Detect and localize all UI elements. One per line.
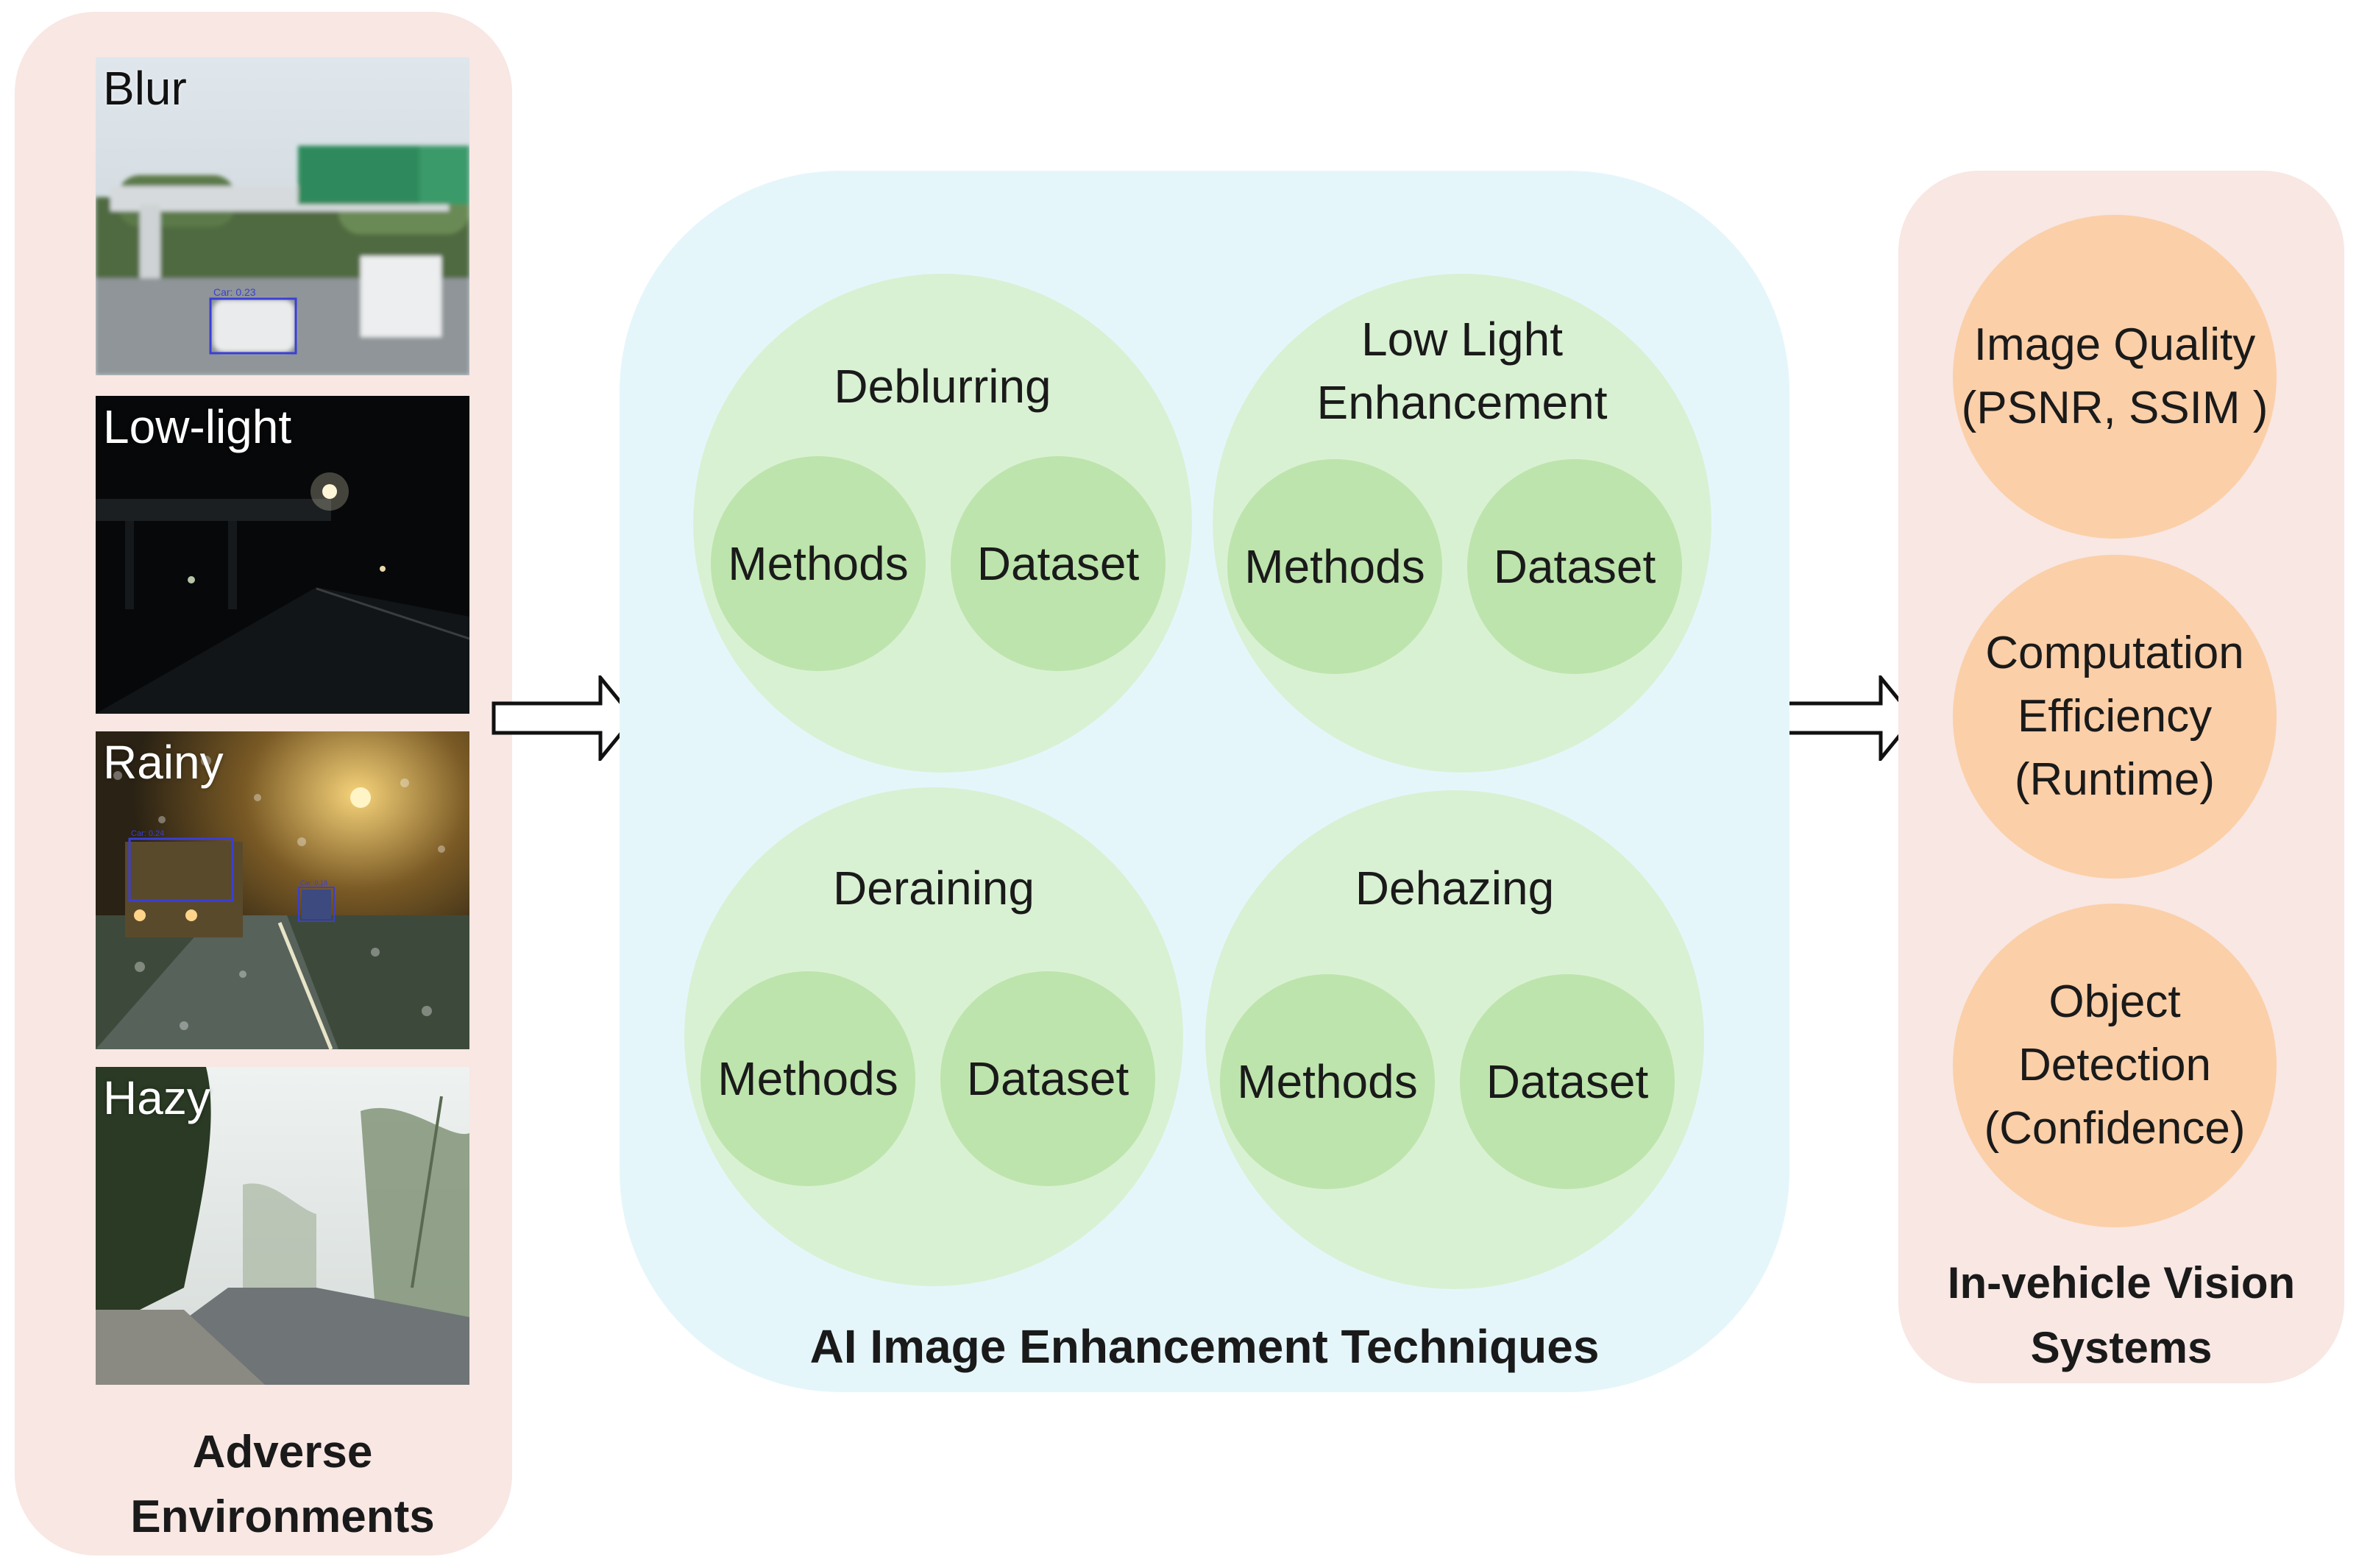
blur-scene: Car: 0.23: [96, 57, 469, 375]
enhancement-techniques-panel: Deblurring Methods Dataset Low Light Enh…: [620, 171, 1789, 1392]
dataset-circle: Dataset: [1467, 459, 1682, 674]
rainy-scene: Car: 0.24 Car: 0.18: [96, 731, 469, 1049]
methods-circle: Methods: [700, 971, 915, 1186]
adverse-environments-title: Adverse Environments: [130, 1427, 435, 1542]
right-arrow-icon: [1772, 675, 1916, 761]
metric-image-quality: Image Quality (PSNR, SSIM ): [1953, 215, 2277, 539]
rainy-label: Rainy: [103, 736, 224, 789]
dataset-circle: Dataset: [940, 971, 1155, 1186]
hazy-scene: [96, 1067, 469, 1385]
low-light-image: Low-light: [96, 396, 469, 714]
adverse-environments-panel: Car: 0.23 Blur Low-light: [15, 12, 512, 1555]
enhancement-techniques-title: AI Image Enhancement Techniques: [809, 1320, 1600, 1373]
metric-object-detection: Object Detection (Confidence): [1953, 904, 2277, 1227]
blur-label: Blur: [103, 62, 187, 115]
metric-label: Computation Efficiency (Runtime): [1985, 628, 2244, 805]
vision-systems-title: In-vehicle Vision Systems: [1947, 1258, 2296, 1372]
technique-circle-deblurring: Deblurring Methods Dataset: [693, 274, 1192, 773]
detection-label: Car: 0.24: [131, 829, 164, 838]
detection-label: Car: 0.23: [213, 286, 256, 298]
dataset-circle: Dataset: [951, 456, 1166, 671]
methods-circle: Methods: [711, 456, 926, 671]
metric-computation-efficiency: Computation Efficiency (Runtime): [1953, 555, 2277, 879]
methods-circle: Methods: [1227, 459, 1442, 674]
technique-title: Deraining: [833, 862, 1035, 915]
technique-circle-low-light-enhancement: Low Light Enhancement Methods Dataset: [1213, 274, 1711, 773]
technique-circle-dehazing: Dehazing Methods Dataset: [1205, 790, 1704, 1289]
low-light-scene: [96, 396, 469, 714]
low-light-label: Low-light: [103, 400, 292, 453]
rainy-image: Car: 0.24 Car: 0.18 Rainy: [96, 731, 469, 1049]
technique-title: Dehazing: [1355, 862, 1555, 915]
hazy-label: Hazy: [103, 1071, 210, 1124]
blur-image: Car: 0.23 Blur: [96, 57, 469, 375]
metric-label: Object Detection (Confidence): [1984, 976, 2246, 1154]
detection-label: Car: 0.18: [300, 879, 327, 887]
methods-circle: Methods: [1220, 974, 1435, 1189]
vision-systems-panel: Image Quality (PSNR, SSIM ) Computation …: [1898, 171, 2344, 1383]
dataset-circle: Dataset: [1460, 974, 1675, 1189]
metric-label: Image Quality (PSNR, SSIM ): [1961, 319, 2268, 433]
right-arrow-icon: [492, 675, 636, 761]
technique-title: Deblurring: [834, 360, 1051, 413]
technique-title: Low Light Enhancement: [1316, 313, 1608, 429]
technique-circle-deraining: Deraining Methods Dataset: [684, 787, 1183, 1286]
hazy-image: Hazy: [96, 1067, 469, 1385]
